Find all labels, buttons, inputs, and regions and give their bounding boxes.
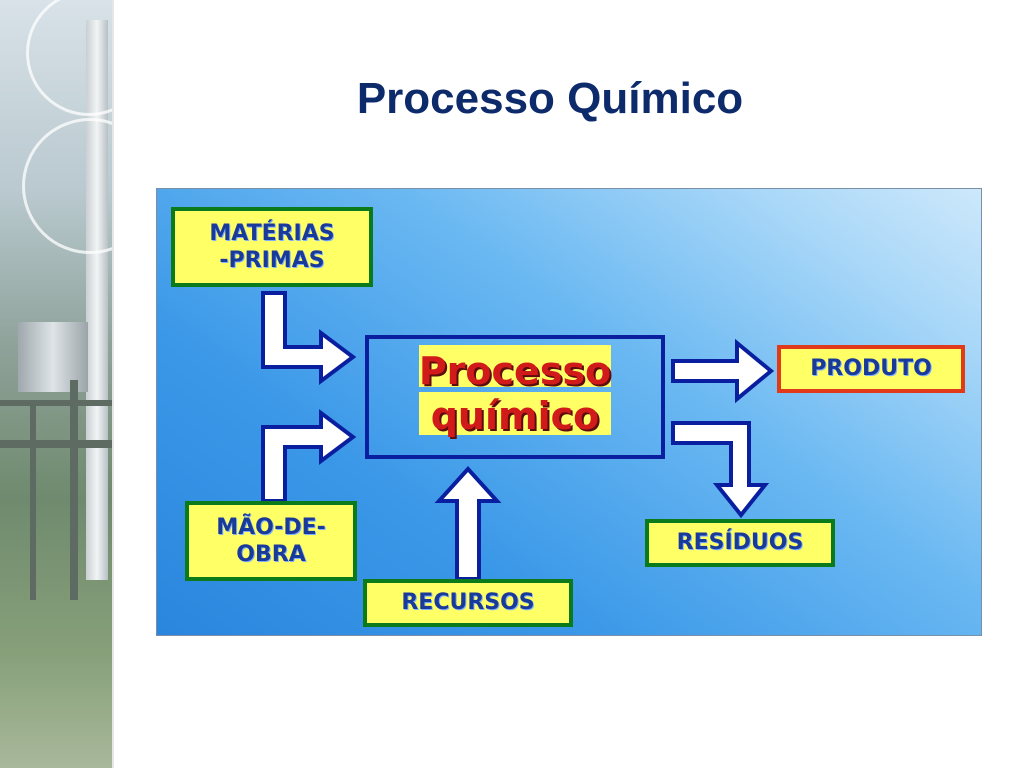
pipe bbox=[0, 400, 112, 406]
produto-box: PRODUTO bbox=[777, 345, 965, 393]
pipe bbox=[70, 380, 78, 600]
residuos-box: RESÍDUOS bbox=[645, 519, 835, 567]
chemical-process-label: Processo químico bbox=[418, 339, 612, 439]
input-arrow-recursos bbox=[434, 466, 502, 581]
output-arrow-residuos bbox=[671, 421, 770, 519]
process-diagram: Processo químico MATÉRIAS -PRIMAS MÃO-DE… bbox=[156, 188, 982, 636]
mao-de-obra-label: MÃO-DE- OBRA bbox=[216, 514, 326, 568]
page-title: Processo Químico bbox=[356, 74, 744, 123]
input-arrow-mao-de-obra bbox=[261, 409, 357, 503]
recursos-box: RECURSOS bbox=[363, 579, 573, 627]
residuos-label: RESÍDUOS bbox=[676, 530, 804, 556]
materias-primas-box: MATÉRIAS -PRIMAS bbox=[171, 207, 373, 287]
input-arrow-materias bbox=[261, 291, 357, 385]
produto-label: PRODUTO bbox=[810, 356, 932, 382]
pipe bbox=[0, 440, 112, 448]
decorative-side-image bbox=[0, 0, 112, 768]
mao-de-obra-box: MÃO-DE- OBRA bbox=[185, 501, 357, 581]
divider bbox=[112, 0, 114, 768]
pipe bbox=[30, 400, 36, 600]
output-arrow-produto bbox=[671, 338, 775, 404]
materias-primas-label: MATÉRIAS -PRIMAS bbox=[209, 220, 335, 274]
arrows-layer bbox=[261, 291, 775, 581]
decorative-ring bbox=[22, 118, 112, 254]
chemical-process-box: Processo químico bbox=[365, 335, 665, 459]
recursos-label: RECURSOS bbox=[401, 590, 535, 616]
